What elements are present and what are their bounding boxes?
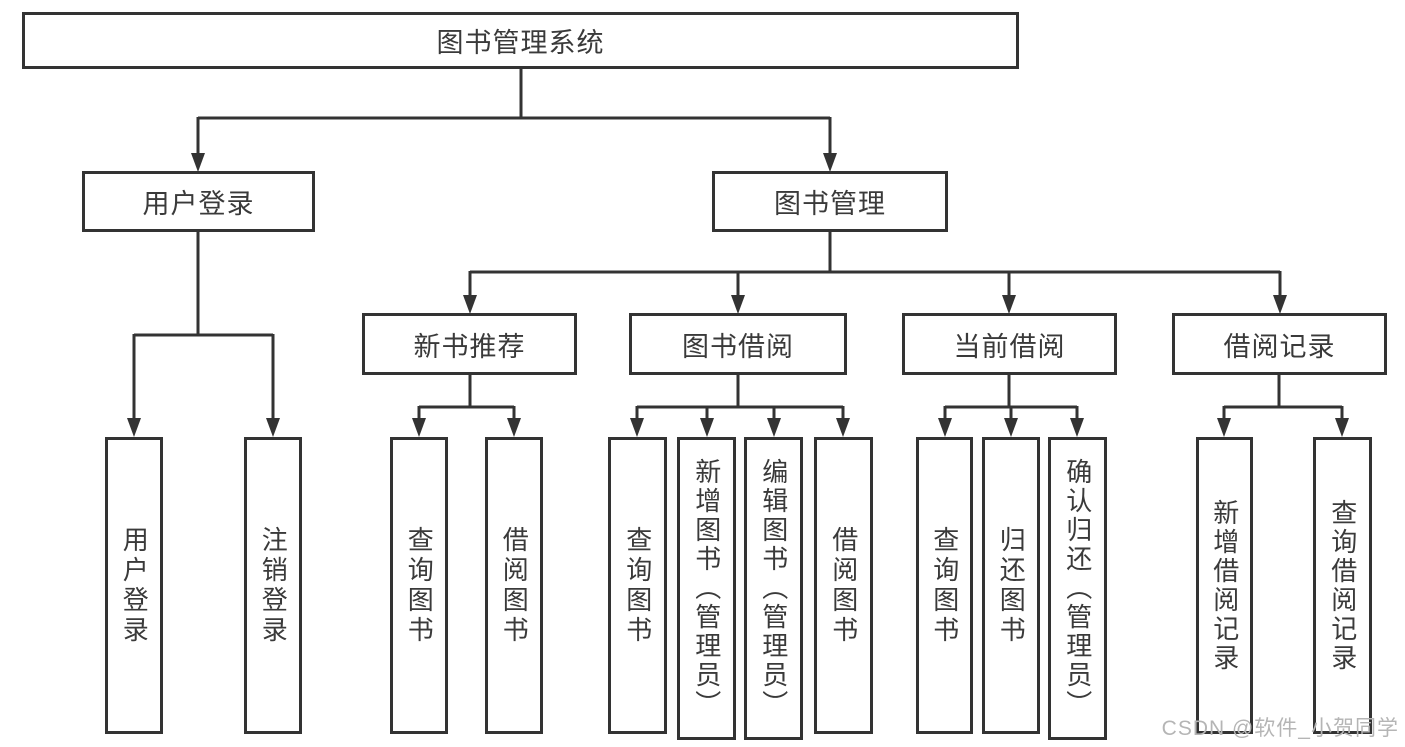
leaf-query-book-borrow: 查询图书 — [608, 437, 667, 734]
leaf-edit-book-admin: 编辑图书（管理员） — [744, 437, 803, 740]
node-book-borrow: 图书借阅 — [629, 313, 847, 375]
leaf-query-borrow-record: 查询借阅记录 — [1313, 437, 1372, 734]
leaf-add-book-admin-label: 新增图书（管理员） — [691, 458, 722, 719]
leaf-query-book-current: 查询图书 — [916, 437, 973, 734]
leaf-user-login: 用户登录 — [105, 437, 163, 734]
leaf-logout-label: 注销登录 — [258, 525, 289, 646]
node-book-management: 图书管理 — [712, 171, 948, 232]
node-borrow-records: 借阅记录 — [1172, 313, 1387, 375]
leaf-return-book: 归还图书 — [982, 437, 1040, 734]
leaf-return-book-label: 归还图书 — [996, 525, 1027, 646]
node-root-system: 图书管理系统 — [22, 12, 1019, 69]
csdn-watermark: CSDN @软件_小贺同学 — [1161, 717, 1399, 740]
leaf-logout: 注销登录 — [244, 437, 302, 734]
leaf-query-book-recommend: 查询图书 — [390, 437, 448, 734]
leaf-add-borrow-record: 新增借阅记录 — [1196, 437, 1253, 734]
leaf-borrow-book-borrow-label: 借阅图书 — [828, 525, 859, 646]
leaf-confirm-return-admin: 确认归还（管理员） — [1048, 437, 1107, 740]
leaf-borrow-book-recommend: 借阅图书 — [485, 437, 543, 734]
leaf-confirm-return-admin-label: 确认归还（管理员） — [1062, 458, 1093, 719]
leaf-add-borrow-record-label: 新增借阅记录 — [1209, 498, 1240, 673]
leaf-add-book-admin: 新增图书（管理员） — [677, 437, 736, 740]
leaf-edit-book-admin-label: 编辑图书（管理员） — [758, 458, 789, 719]
leaf-query-borrow-record-label: 查询借阅记录 — [1327, 498, 1358, 673]
node-current-borrow: 当前借阅 — [902, 313, 1117, 375]
node-new-book-recommend: 新书推荐 — [362, 313, 577, 375]
leaf-borrow-book-borrow: 借阅图书 — [814, 437, 873, 734]
node-user-login: 用户登录 — [82, 171, 315, 232]
leaf-borrow-book-recommend-label: 借阅图书 — [499, 525, 530, 646]
leaf-user-login-label: 用户登录 — [119, 525, 150, 646]
leaf-query-book-recommend-label: 查询图书 — [404, 525, 435, 646]
leaf-query-book-borrow-label: 查询图书 — [622, 525, 653, 646]
leaf-query-book-current-label: 查询图书 — [929, 525, 960, 646]
